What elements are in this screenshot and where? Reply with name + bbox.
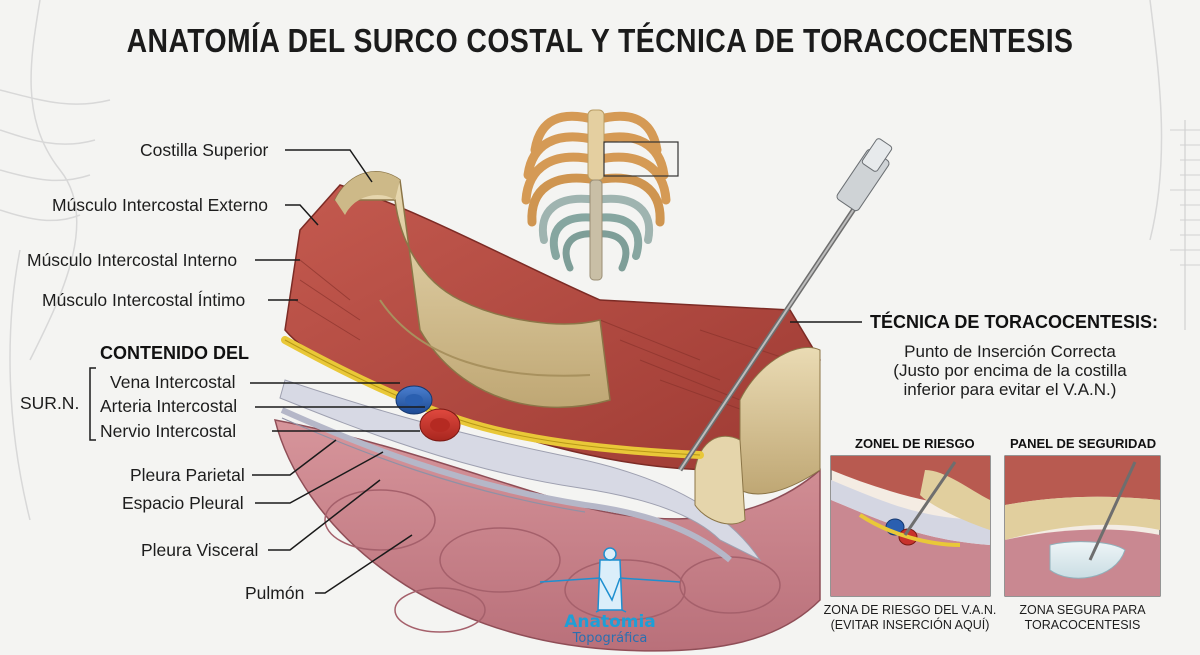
technique-header: TÉCNICA DE TORACOCENTESIS: [870, 312, 1159, 332]
label-pleura-visceral: Pleura Visceral [141, 540, 259, 560]
logo-figure [539, 547, 681, 613]
background-sketch [0, 0, 1186, 521]
label-musculo-interno: Músculo Intercostal Interno [27, 250, 238, 270]
risk-caption-1: ZONA DE RIESGO DEL V.A.N. [823, 603, 997, 617]
label-espacio-pleural: Espacio Pleural [122, 493, 244, 513]
safe-caption-2: TORACOCENTESIS [1024, 618, 1141, 632]
safe-caption-1: ZONA SEGURA PARA [1019, 603, 1146, 617]
lung [273, 419, 821, 652]
label-pulmon: Pulmón [245, 583, 305, 603]
ruler-ticks [1170, 129, 1200, 266]
label-vena: Vena Intercostal [110, 372, 236, 392]
inferior-rib [694, 346, 821, 525]
risk-panel-title: ZONEL DE RIESGO [855, 436, 975, 451]
label-pleura-parietal: Pleura Parietal [130, 465, 245, 485]
safe-panel-title: PANEL DE SEGURIDAD [1010, 436, 1157, 451]
risk-caption-2: (EVITAR INSERCIÓN AQUÍ) [830, 618, 990, 632]
leader-lines [89, 149, 862, 594]
contenido-header: CONTENIDO DEL [100, 343, 250, 363]
label-musculo-intimo: Músculo Intercostal Íntimo [42, 290, 246, 310]
label-arteria: Arteria Intercostal [100, 396, 238, 416]
technique-line-3: inferior para evitar el V.A.N.) [903, 380, 1117, 399]
label-musculo-externo: Músculo Intercostal Externo [52, 195, 268, 215]
needle [677, 138, 893, 472]
technique-line-1: Punto de Inserción Correcta [904, 342, 1116, 361]
label-costilla-superior: Costilla Superior [140, 140, 269, 160]
page-title: ANATOMÍA DEL SURCO COSTAL Y TÉCNICA DE T… [126, 22, 1074, 59]
logo-subtitle: Topográfica [572, 631, 648, 646]
safety-panel [1004, 455, 1161, 597]
ribcage-thumbnail [521, 109, 679, 281]
label-nervio: Nervio Intercostal [100, 421, 237, 441]
risk-zone-panel [830, 455, 991, 597]
label-surn: SUR.N. [20, 393, 80, 413]
technique-line-2: (Justo por encima de la costilla [893, 361, 1127, 380]
superior-rib [333, 171, 611, 409]
logo-name: Anatomia [564, 612, 656, 632]
